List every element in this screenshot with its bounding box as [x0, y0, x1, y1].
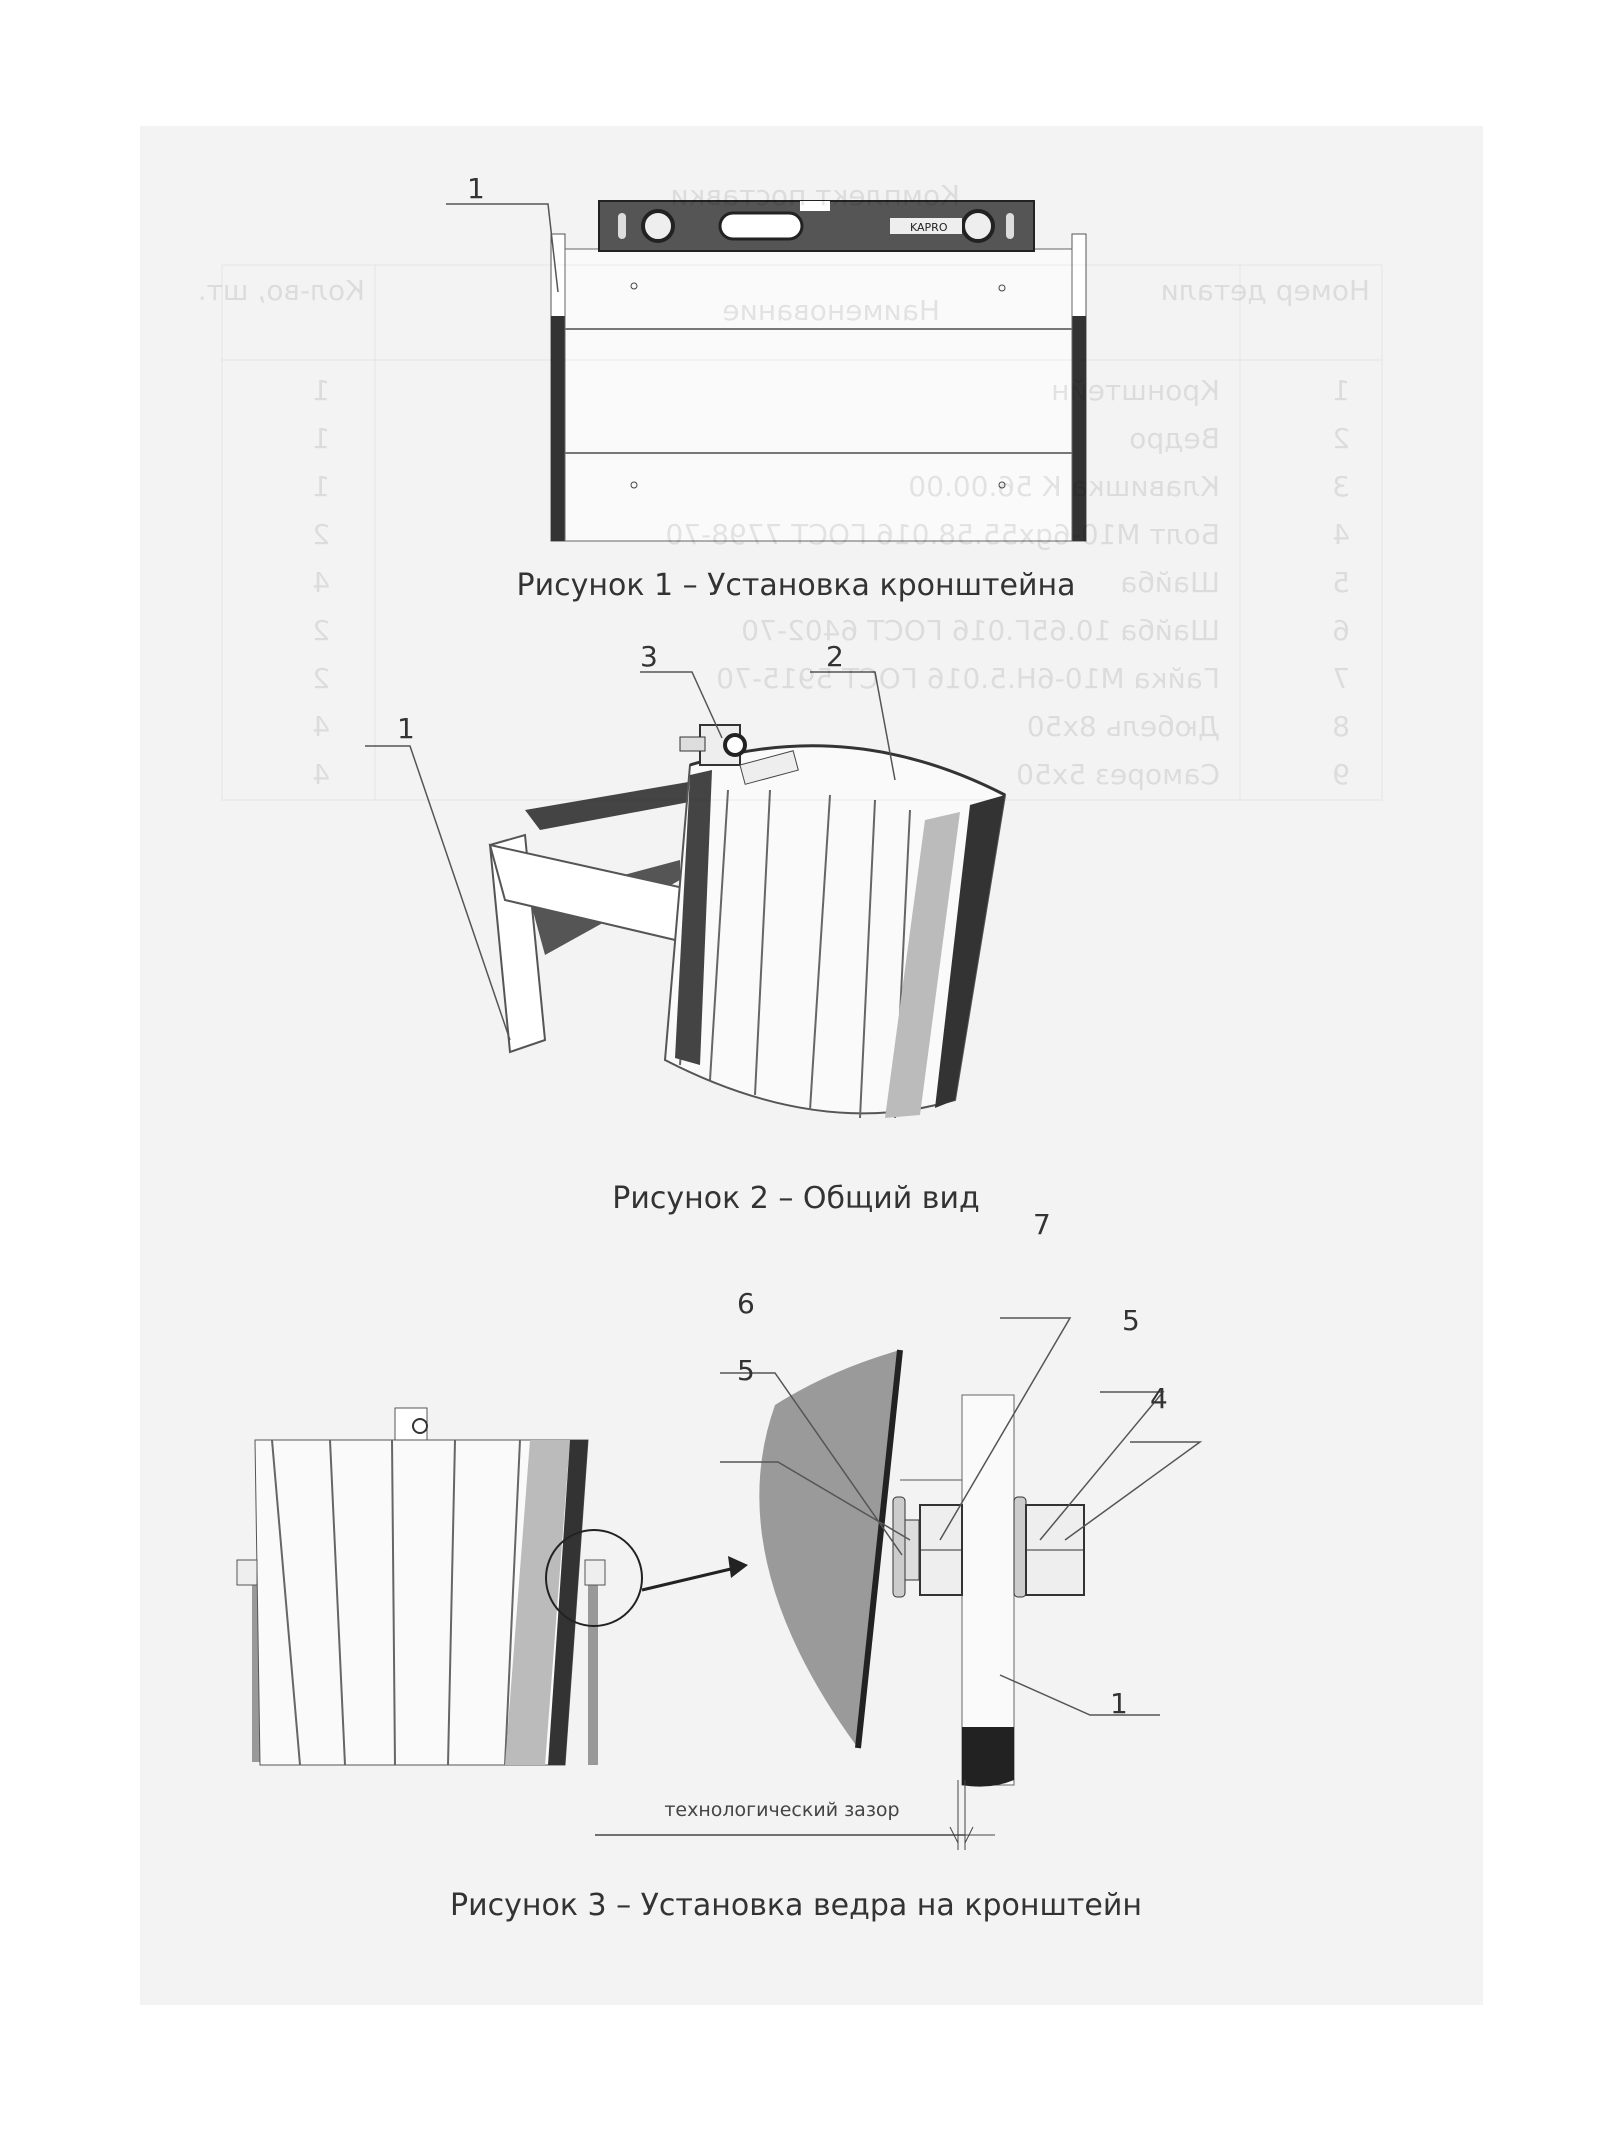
bleed-row-cell: 1 [312, 422, 330, 455]
bleed-row-cell: 2 [312, 518, 330, 551]
bleed-row-cell: 1 [312, 470, 330, 503]
bleed-title: Комплект поставки [670, 179, 960, 212]
bleed-row-cell: 9 [1332, 758, 1350, 791]
bleed-row-cell: 4 [312, 710, 330, 743]
fig2-callout-1: 1 [397, 712, 415, 745]
fig2-callout-3: 3 [640, 640, 658, 673]
spirit-level-icon: KAPRO [598, 200, 1035, 252]
fig3-callout-6: 6 [737, 1287, 755, 1320]
fig3-callout-5-left: 5 [737, 1354, 755, 1387]
bleed-row-cell: Дюбель 8х50 [1027, 710, 1220, 743]
bleed-header-number: Номер детали [1161, 274, 1370, 307]
fig2-callout-2: 2 [826, 640, 844, 673]
bleed-row-cell: Кронштейн [1051, 374, 1220, 407]
bleed-row-cell: Шайба [1120, 566, 1220, 599]
figure-2-general-view: 1 2 3 Рисунок 2 – Общий вид [365, 640, 1007, 1216]
bleed-row-cell: 5 [1332, 566, 1350, 599]
bleed-row-cell: 1 [1332, 374, 1350, 407]
bleed-row-cell: 2 [312, 614, 330, 647]
technological-gap-label: технологический зазор [664, 1799, 899, 1821]
bleed-row-cell: 2 [1332, 422, 1350, 455]
figure-2-caption: Рисунок 2 – Общий вид [612, 1181, 979, 1216]
bleed-row-cell: 4 [312, 758, 330, 791]
figure-1-caption: Рисунок 1 – Установка кронштейна [517, 568, 1076, 603]
fig3-callout-1: 1 [1110, 1687, 1128, 1720]
bleed-header-name: Наименование [722, 294, 940, 327]
fig3-callout-5-right: 5 [1122, 1304, 1140, 1337]
bleed-row-cell: 1 [312, 374, 330, 407]
fig3-callout-7: 7 [1033, 1208, 1051, 1241]
bleed-row-cell: 3 [1332, 470, 1350, 503]
bleed-header-qty: Кол-во, шт. [198, 274, 365, 307]
bleed-row-cell: 8 [1332, 710, 1350, 743]
bleed-row-cell: Болт М10-6gх55.58.016 ГОСТ 7798-70 [665, 518, 1220, 551]
fig1-callout-1: 1 [467, 172, 485, 205]
figure-3-bucket-on-bracket: 7 6 5 5 4 1 технологический зазор Рисуно… [236, 1208, 1203, 1923]
figure-1-bracket-install: KAPRO 1 Рисунок 1 – Установка кронштейна [446, 172, 1087, 603]
bleed-row-cell: Гайка М10-6Н.5.016 ГОСТ 5915-70 [716, 662, 1220, 695]
fig3-callout-4: 4 [1150, 1382, 1168, 1415]
bleed-through-table: Комплект поставки Номер детали Наименова… [198, 179, 1383, 801]
bleed-row-cell: Шайба 10.65Г.016 ГОСТ 6402-70 [741, 614, 1220, 647]
bleed-row-cell: Ведро [1129, 422, 1220, 455]
bleed-row-cell: 2 [312, 662, 330, 695]
bleed-row-cell: 4 [312, 566, 330, 599]
bleed-row-cell: 6 [1332, 614, 1350, 647]
bleed-row-cell: 7 [1332, 662, 1350, 695]
figure-3-caption: Рисунок 3 – Установка ведра на кронштейн [450, 1888, 1142, 1923]
level-brand: KAPRO [910, 221, 948, 234]
bleed-row-cell: 4 [1332, 518, 1350, 551]
bleed-row-cell: Клавишка К 56.00.00 [908, 470, 1220, 503]
bleed-row-cell: Саморез 5х50 [1016, 758, 1220, 791]
